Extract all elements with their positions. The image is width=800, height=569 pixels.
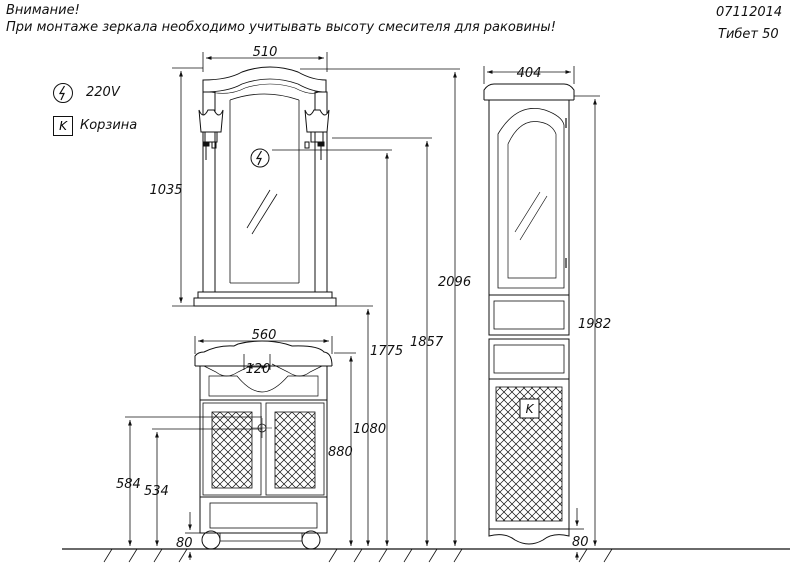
attention-title: Внимание! <box>6 3 80 18</box>
right-lamp-icon <box>304 109 330 160</box>
dim-pipe-height-2: 534 <box>144 484 169 499</box>
floor <box>62 548 790 563</box>
dim-mirror-height: 1035 <box>149 183 182 198</box>
drawing-code: 07112014 <box>716 5 783 20</box>
tall-cabinet <box>483 83 575 545</box>
power-legend-icon <box>53 83 73 103</box>
dim-pipe-height-1: 584 <box>116 477 141 492</box>
dimension-labels: 510 1035 2096 1857 1775 1080 560 120 880… <box>116 45 611 551</box>
cabinet-basket-symbol: K <box>526 402 535 416</box>
dim-faucet-offset: 120 <box>246 362 271 377</box>
cabinet-basket-icon: K <box>519 398 540 419</box>
left-lamp-icon <box>198 109 224 160</box>
dim-cabinet-height: 1982 <box>578 317 611 332</box>
dimensions <box>125 52 600 560</box>
dim-mirror-width: 510 <box>253 45 278 60</box>
dim-mirror-top-height: 1857 <box>410 335 444 350</box>
basket-legend-icon: K <box>53 116 73 136</box>
dim-cabinet-width: 404 <box>517 66 542 81</box>
dim-mirror-bottom-height: 1080 <box>353 422 386 437</box>
mirror <box>193 66 337 307</box>
dim-outlet-height: 1775 <box>370 344 403 359</box>
installation-warning: При монтаже зеркала необходимо учитывать… <box>6 20 556 35</box>
dim-vanity-leg-height: 80 <box>176 536 193 551</box>
dim-overall-height: 2096 <box>438 275 471 290</box>
dim-vanity-height: 880 <box>328 445 353 460</box>
model-name: Тибет 50 <box>718 27 779 42</box>
mirror-power-icon <box>250 148 270 168</box>
basket-legend-symbol: K <box>59 119 67 133</box>
dim-cabinet-leg-height: 80 <box>572 535 589 550</box>
vanity <box>194 340 333 550</box>
dim-vanity-width: 560 <box>252 328 277 343</box>
power-legend-label: 220V <box>86 85 120 100</box>
basket-legend-label: Корзина <box>80 118 138 133</box>
